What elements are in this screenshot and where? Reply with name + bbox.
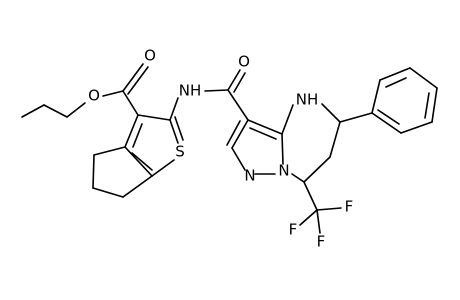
ester-oxygen-label: O (88, 87, 100, 105)
ring-nh-label: NH (296, 91, 319, 109)
thiophene-sulfur-label: S (175, 143, 185, 161)
bond-lines (21, 63, 438, 234)
fluorine-2-label: F (289, 221, 298, 239)
pyrazole-n2-label: N (278, 162, 289, 180)
amide-nh-label: NH (179, 82, 202, 100)
fluorine-3-label: F (317, 233, 326, 251)
fluorine-1-label: F (345, 198, 354, 216)
atom-labels: O O NH O NH S N N F F F (88, 47, 353, 251)
amide-oxygen-label: O (238, 53, 250, 71)
pyrazole-n1-label: N (244, 167, 255, 185)
ester-carbonyl-oxygen-label: O (144, 47, 156, 65)
